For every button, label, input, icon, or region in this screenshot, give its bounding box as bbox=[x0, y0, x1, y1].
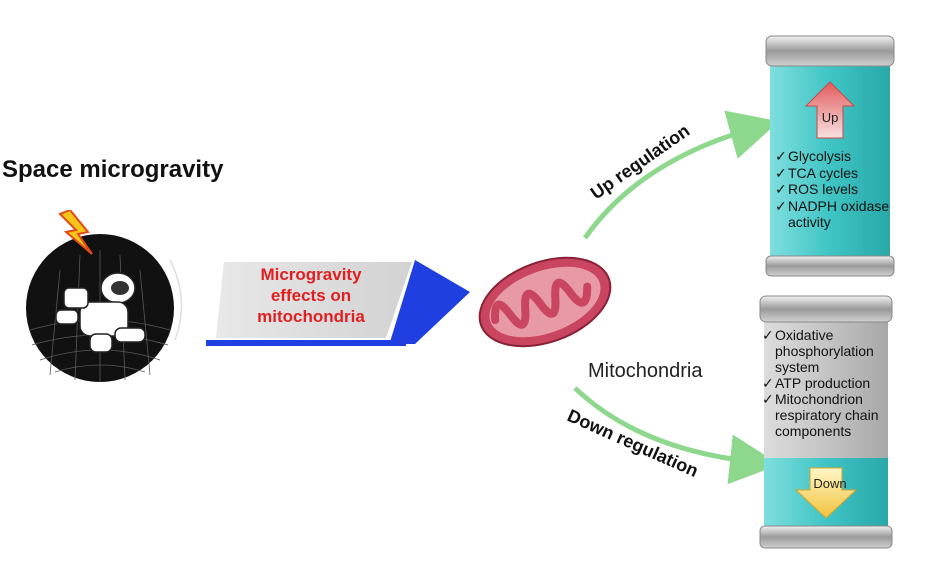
down-arrow-icon bbox=[794, 467, 858, 519]
list-item: ✓ROS levels bbox=[775, 181, 859, 197]
up-canister bbox=[765, 35, 895, 277]
down-arrow-label: Down bbox=[813, 476, 847, 491]
up-regulated-list: ✓Glycolysis ✓TCA cycles ✓ROS levels ✓NAD… bbox=[775, 148, 893, 231]
microgravity-banner-arrow bbox=[206, 260, 470, 346]
up-arrow-label: Up bbox=[821, 110, 839, 125]
mitochondria-icon bbox=[478, 256, 612, 348]
list-item: ✓Glycolysis bbox=[775, 148, 852, 164]
list-item: ✓TCA cycles bbox=[775, 164, 859, 181]
check-icon: ✓ bbox=[775, 164, 787, 181]
banner-line-1: Microgravity bbox=[260, 265, 362, 284]
list-item: ✓Mitochondrion respiratory chain compone… bbox=[762, 391, 879, 439]
check-icon: ✓ bbox=[762, 375, 774, 391]
mitochondria-label: Mitochondria bbox=[588, 360, 703, 382]
banner-label: Microgravity effects on mitochondria bbox=[222, 264, 400, 327]
up-arrow-icon bbox=[804, 81, 856, 139]
page-title: Space microgravity bbox=[2, 156, 224, 183]
banner-line-2: effects on bbox=[270, 286, 352, 305]
check-icon: ✓ bbox=[775, 197, 787, 214]
list-item: ✓NADPH oxidase activity bbox=[775, 197, 890, 231]
down-regulation-arrow bbox=[573, 386, 780, 485]
list-item: ✓Oxidative phosphorylation system bbox=[762, 327, 874, 375]
banner-line-3: mitochondria bbox=[257, 307, 365, 326]
down-regulated-list: ✓Oxidative phosphorylation system ✓ATP p… bbox=[762, 327, 894, 439]
check-icon: ✓ bbox=[775, 148, 787, 164]
down-regulation-label: Down regulation bbox=[564, 405, 701, 481]
up-regulation-label: Up regulation bbox=[587, 120, 693, 203]
check-icon: ✓ bbox=[775, 181, 787, 197]
list-item: ✓ATP production bbox=[762, 375, 871, 391]
up-regulation-arrow bbox=[582, 110, 780, 240]
check-icon: ✓ bbox=[762, 391, 774, 407]
lightning-icon bbox=[58, 210, 93, 255]
down-canister bbox=[759, 295, 893, 549]
astronaut-icon bbox=[26, 210, 183, 382]
check-icon: ✓ bbox=[762, 327, 774, 343]
